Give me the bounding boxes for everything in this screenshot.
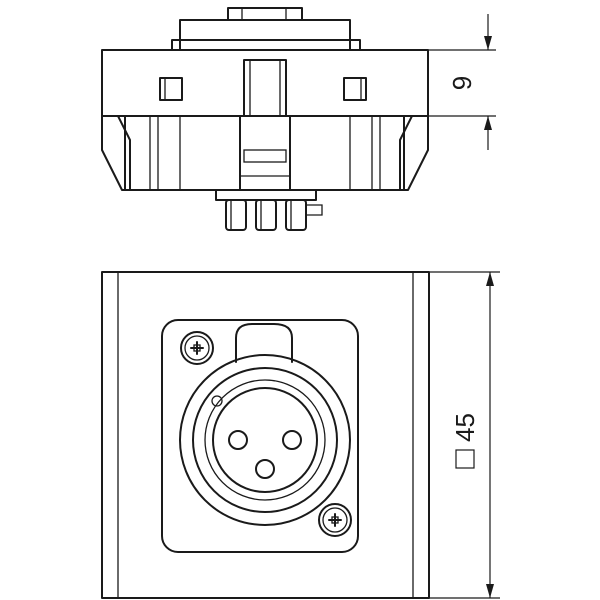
side-view <box>101 7 429 231</box>
side-view-stem <box>239 115 291 191</box>
xlr-key <box>211 395 223 407</box>
side-window-right <box>343 77 367 101</box>
side-pin-2 <box>255 199 277 231</box>
xlr-socket <box>179 354 351 526</box>
side-view-clip-left <box>101 115 131 191</box>
front-frame-inner <box>117 271 414 599</box>
latch-housing <box>235 323 293 363</box>
connector-plate <box>161 319 359 553</box>
side-view-housing <box>101 49 429 117</box>
dimension-45-label: 45 <box>450 413 480 442</box>
side-window-left <box>159 77 183 101</box>
side-pin-1 <box>225 199 247 231</box>
xlr-pin-3 <box>255 459 275 479</box>
side-view-top-cap <box>179 7 351 51</box>
screw-top-left <box>180 331 214 365</box>
xlr-pin-2 <box>282 430 302 450</box>
square-symbol-icon <box>455 449 475 469</box>
side-pin-3 <box>285 199 307 231</box>
side-view-clip-right <box>399 115 429 191</box>
side-view-center-tab <box>243 59 287 117</box>
screw-bottom-right <box>318 503 352 537</box>
xlr-shell <box>192 367 338 513</box>
dimension-9-label: 9 <box>447 76 477 90</box>
front-view <box>101 271 430 599</box>
xlr-pin-1 <box>228 430 248 450</box>
side-view-lower-body <box>124 115 405 191</box>
xlr-outer-ring <box>179 354 351 526</box>
dimension-45: 45 <box>429 271 500 599</box>
side-view-cap-step <box>171 39 361 51</box>
side-view-pin-block <box>215 189 317 201</box>
dimension-9: 9 <box>428 14 496 150</box>
xlr-insert <box>212 387 318 493</box>
